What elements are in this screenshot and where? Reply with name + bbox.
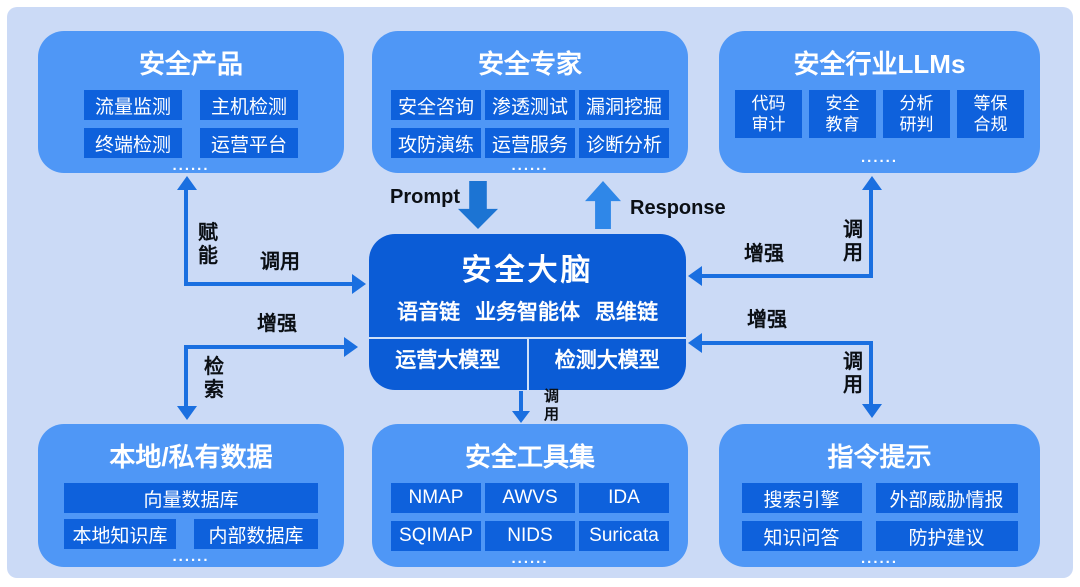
empower-label: 赋能 bbox=[198, 222, 218, 267]
enhance-label: 增强 bbox=[747, 309, 787, 331]
chip: Suricata bbox=[579, 521, 669, 551]
panel-security-experts: 安全专家 安全咨询 渗透测试 漏洞挖掘 攻防演练 运营服务 诊断分析 .....… bbox=[372, 31, 688, 173]
brain-model-row: 运营大模型 检测大模型 bbox=[369, 337, 686, 390]
arrow-right-icon bbox=[344, 337, 358, 357]
arrow-down-icon bbox=[512, 411, 530, 423]
chip: 安全咨询 bbox=[391, 90, 481, 120]
arrow-line bbox=[184, 189, 188, 285]
chip: 代码 审计 bbox=[735, 90, 802, 138]
chip: 流量监测 bbox=[84, 90, 182, 120]
arrow-line bbox=[869, 189, 873, 278]
chip-grid: 安全咨询 渗透测试 漏洞挖掘 攻防演练 运营服务 诊断分析 bbox=[391, 90, 669, 158]
chip: NMAP bbox=[391, 483, 481, 513]
chip: 终端检测 bbox=[84, 128, 182, 158]
panel-title: 指令提示 bbox=[827, 442, 932, 472]
chip: 分析 研判 bbox=[883, 90, 950, 138]
prompt-label: Prompt bbox=[390, 186, 460, 208]
chip: AWVS bbox=[485, 483, 575, 513]
brain-chain: 业务智能体 bbox=[475, 301, 580, 324]
arrow-down-icon bbox=[177, 406, 197, 420]
chip-grid: 搜索引擎 外部威胁情报 知识问答 防护建议 bbox=[741, 483, 1018, 551]
arrow-line bbox=[869, 341, 873, 406]
arrow-up-icon bbox=[862, 176, 882, 190]
enhance-label: 增强 bbox=[744, 243, 784, 265]
chip-grid: 代码 审计 安全 教育 分析 研判 等保 合规 bbox=[735, 90, 1024, 138]
panel-local-data: 本地/私有数据 向量数据库 本地知识库 内部数据库 ...... bbox=[38, 424, 344, 567]
panel-title: 安全工具集 bbox=[464, 442, 595, 472]
panel-security-brain: 安全大脑 语音链 业务智能体 思维链 运营大模型 检测大模型 bbox=[369, 234, 686, 390]
retrieve-label: 检索 bbox=[204, 356, 224, 401]
panel-instruction-prompts: 指令提示 搜索引擎 外部威胁情报 知识问答 防护建议 ...... bbox=[719, 424, 1040, 567]
chip: 向量数据库 bbox=[64, 483, 318, 513]
chip: NIDS bbox=[485, 521, 575, 551]
chip: 搜索引擎 bbox=[741, 483, 862, 513]
ellipsis: ...... bbox=[172, 157, 210, 174]
chip: 等保 合规 bbox=[957, 90, 1024, 138]
chip: 安全 教育 bbox=[809, 90, 876, 138]
chip: 本地知识库 bbox=[64, 519, 176, 549]
invoke-label: 调用 bbox=[544, 388, 560, 423]
brain-chain-row: 语音链 业务智能体 思维链 bbox=[369, 296, 686, 326]
arrow-line bbox=[701, 341, 873, 345]
chip-grid: NMAP AWVS IDA SQIMAP NIDS Suricata bbox=[391, 483, 669, 551]
chip: 主机检测 bbox=[200, 90, 298, 120]
chip: 运营平台 bbox=[200, 128, 298, 158]
brain-title: 安全大脑 bbox=[461, 254, 594, 287]
panel-title: 本地/私有数据 bbox=[109, 442, 273, 472]
chip: SQIMAP bbox=[391, 521, 481, 551]
response-label: Response bbox=[630, 197, 726, 219]
panel-security-products: 安全产品 流量监测 主机检测 终端检测 运营平台 ...... bbox=[38, 31, 344, 173]
chip: 诊断分析 bbox=[579, 128, 669, 158]
chip: 攻防演练 bbox=[391, 128, 481, 158]
arrow-up-icon bbox=[177, 176, 197, 190]
enhance-label: 增强 bbox=[257, 313, 297, 335]
arrow-line bbox=[184, 345, 346, 349]
invoke-label: 调用 bbox=[843, 219, 863, 264]
invoke-label: 调用 bbox=[260, 251, 300, 273]
arrow-down-icon bbox=[862, 404, 882, 418]
arrow-left-icon bbox=[688, 333, 702, 353]
panel-title: 安全行业LLMs bbox=[793, 49, 966, 79]
chip: 防护建议 bbox=[875, 521, 1018, 551]
ellipsis: ...... bbox=[860, 149, 898, 166]
chip-grid: 流量监测 主机检测 终端检测 运营平台 bbox=[84, 90, 298, 158]
chip: 运营服务 bbox=[485, 128, 575, 158]
chip: 外部威胁情报 bbox=[875, 483, 1018, 513]
brain-model: 检测大模型 bbox=[526, 339, 687, 390]
arrow-line bbox=[184, 282, 354, 286]
chip: 知识问答 bbox=[741, 521, 862, 551]
arrow-left-icon bbox=[688, 266, 702, 286]
brain-model: 运营大模型 bbox=[395, 348, 501, 372]
chip: 渗透测试 bbox=[485, 90, 575, 120]
chip: 内部数据库 bbox=[194, 519, 318, 549]
arrow-line bbox=[184, 345, 188, 409]
brain-chain: 思维链 bbox=[595, 301, 658, 324]
ellipsis: ...... bbox=[511, 550, 549, 567]
arrow-line bbox=[519, 391, 523, 414]
invoke-label: 调用 bbox=[843, 351, 863, 396]
ellipsis: ...... bbox=[860, 550, 898, 567]
panel-title: 安全专家 bbox=[477, 49, 582, 79]
chip: 漏洞挖掘 bbox=[579, 90, 669, 120]
brain-chain: 语音链 bbox=[397, 301, 460, 324]
ellipsis: ...... bbox=[172, 548, 210, 565]
chip-grid: 向量数据库 本地知识库 内部数据库 bbox=[64, 483, 318, 549]
arrow-right-icon bbox=[352, 274, 366, 294]
panel-industry-llms: 安全行业LLMs 代码 审计 安全 教育 分析 研判 等保 合规 ...... bbox=[719, 31, 1040, 173]
panel-title: 安全产品 bbox=[138, 49, 243, 79]
arrow-line bbox=[701, 274, 873, 278]
chip: IDA bbox=[579, 483, 669, 513]
ellipsis: ...... bbox=[511, 157, 549, 174]
panel-security-tools: 安全工具集 NMAP AWVS IDA SQIMAP NIDS Suricata… bbox=[372, 424, 688, 567]
